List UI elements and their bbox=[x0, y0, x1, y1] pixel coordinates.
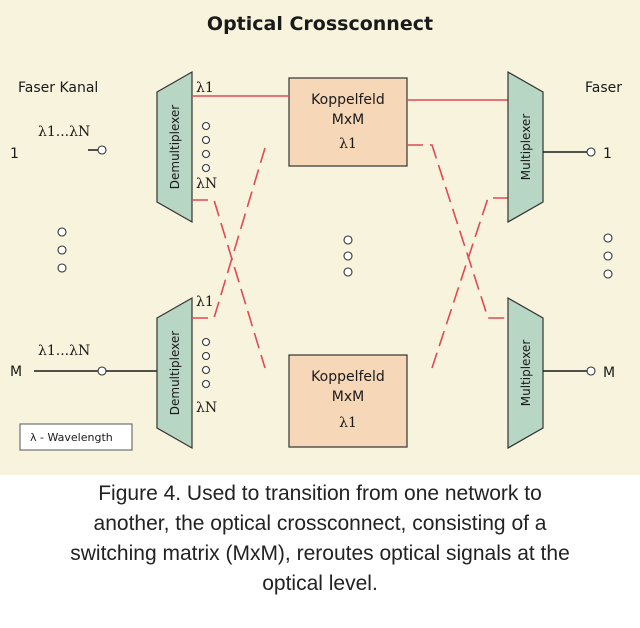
demultiplexer-bottom-label: Demultiplexer bbox=[168, 331, 182, 416]
path-demux-top-cross-down bbox=[192, 199, 266, 369]
input-bottom-channel-range: λ1...λN bbox=[38, 343, 90, 359]
demultiplexer-bottom bbox=[156, 296, 193, 450]
demux-top-lambda-last: λN bbox=[196, 176, 217, 192]
multiplexer-bottom-label: Multiplexer bbox=[519, 340, 533, 407]
switch-matrix-top bbox=[288, 77, 408, 167]
input-port-top-label: 1 bbox=[10, 146, 19, 162]
legend-text: λ - Wavelength bbox=[30, 431, 113, 444]
input-port-bottom-label: M bbox=[10, 364, 22, 380]
multiplexer-top bbox=[507, 70, 544, 224]
switch-top-line3: λ1 bbox=[339, 136, 357, 152]
caption-background bbox=[0, 475, 640, 628]
switch-bottom-line3: λ1 bbox=[339, 415, 357, 431]
demultiplexer-top-label: Demultiplexer bbox=[168, 105, 182, 190]
caption-line-3: switching matrix (MxM), reroutes optical… bbox=[70, 542, 570, 565]
demux-bottom-lambda-first: λ1 bbox=[196, 294, 214, 310]
multiplexer-top-label: Multiplexer bbox=[519, 114, 533, 181]
center-ellipsis bbox=[343, 235, 353, 277]
demux-bottom-lambda-last: λN bbox=[196, 400, 217, 416]
switch-bottom-line1: Koppelfeld bbox=[311, 369, 385, 385]
input-bottom-port-circle bbox=[97, 366, 107, 376]
output-top-port-circle bbox=[586, 147, 596, 157]
caption-line-1: Figure 4. Used to transition from one ne… bbox=[98, 482, 542, 505]
multiplexer-bottom bbox=[507, 296, 544, 450]
caption-line-4: optical level. bbox=[262, 572, 378, 595]
output-port-top-label: 1 bbox=[603, 146, 612, 162]
input-top-channel-range: λ1...λN bbox=[38, 124, 90, 140]
right-header: Faser bbox=[585, 80, 622, 96]
right-ellipsis bbox=[603, 233, 613, 279]
left-ellipsis bbox=[57, 227, 67, 273]
input-top-port-circle bbox=[97, 145, 107, 155]
switch-top-line2: MxM bbox=[332, 112, 364, 128]
demultiplexer-top bbox=[156, 70, 193, 224]
legend-box bbox=[19, 423, 133, 451]
demux-top-ellipsis bbox=[201, 121, 211, 173]
demux-bottom-ellipsis bbox=[201, 337, 211, 389]
path-demux-bottom-cross-up bbox=[192, 147, 266, 319]
caption-line-2: another, the optical crossconnect, consi… bbox=[94, 512, 547, 535]
output-bottom-port-circle bbox=[586, 366, 596, 376]
demux-top-lambda-first: λ1 bbox=[196, 80, 214, 96]
output-port-bottom-label: M bbox=[603, 365, 615, 381]
switch-top-line1: Koppelfeld bbox=[311, 92, 385, 108]
diagram-title: Optical Crossconnect bbox=[207, 13, 433, 35]
switch-matrix-bottom bbox=[288, 354, 408, 448]
switch-bottom-line2: MxM bbox=[332, 389, 364, 405]
path-switch-bottom-cross-up bbox=[431, 197, 508, 369]
path-switch-top-cross-down bbox=[407, 144, 508, 319]
left-header: Faser Kanal bbox=[18, 80, 98, 96]
